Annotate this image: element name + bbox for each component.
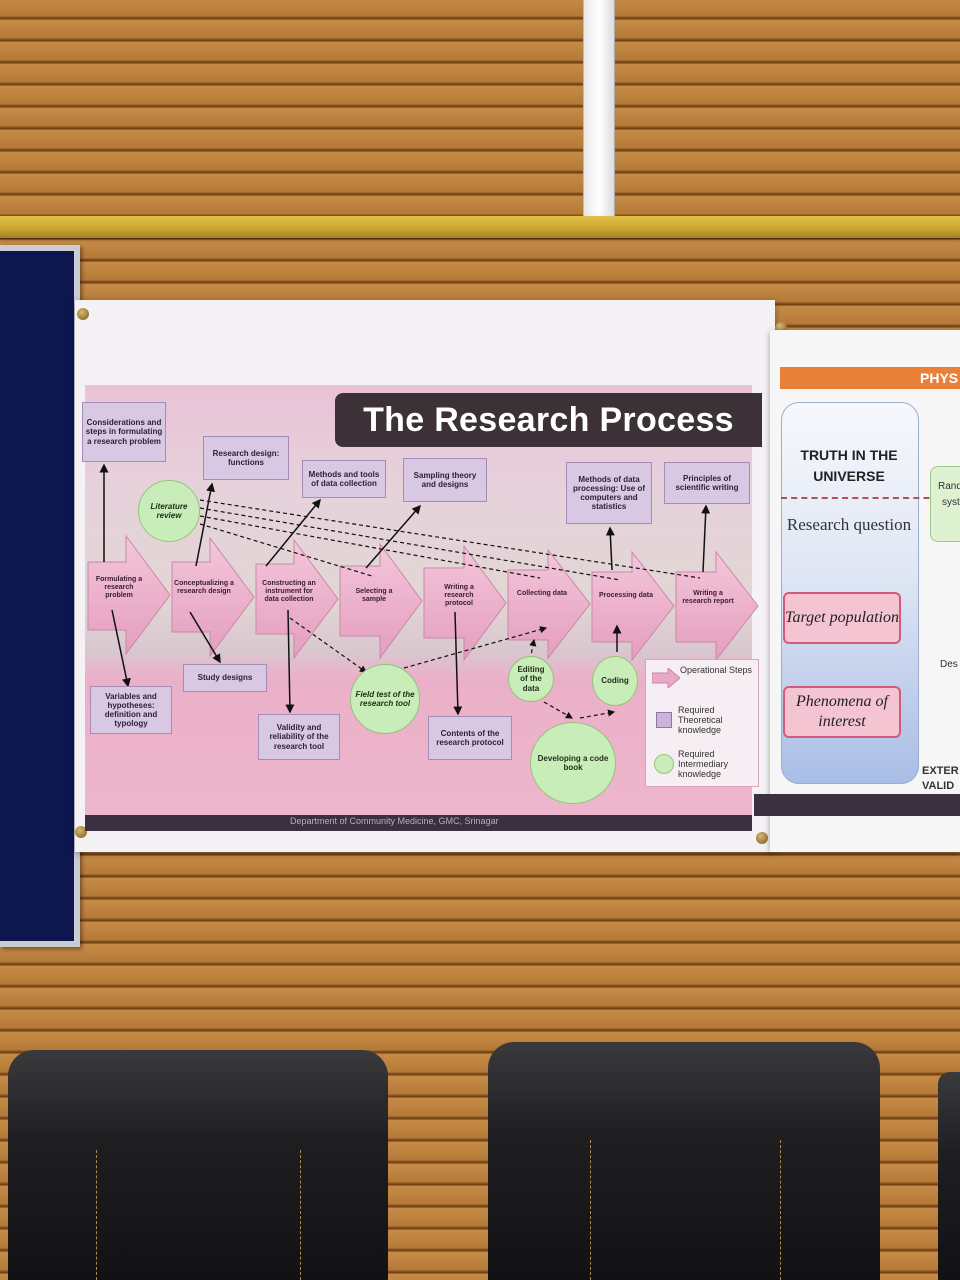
theory-box-contents: Contents of the research protocol: [428, 716, 512, 760]
step-arrow: [339, 542, 423, 660]
banner-pin: [77, 308, 89, 320]
second-poster-footer: [754, 794, 960, 816]
target-population-box: Target population: [783, 592, 901, 644]
random-box: [930, 466, 960, 542]
theory-box-considerations: Considerations and steps in formulating …: [82, 402, 166, 462]
step-arrow: [171, 536, 255, 658]
theory-box-principles: Principles of scientific writing: [664, 462, 750, 504]
side-text-syst: syst: [942, 497, 960, 508]
theory-box-sampling: Sampling theory and designs: [403, 458, 487, 502]
theory-box-design-functions: Research design: functions: [203, 436, 289, 480]
side-text-des: Des: [940, 659, 958, 670]
step-arrow: [255, 538, 339, 660]
step-arrow: [507, 548, 591, 660]
external-validity-line2: VALID: [922, 780, 955, 792]
legend-intermediary: Required Intermediary knowledge: [678, 749, 729, 779]
second-poster-header-text: PHYS: [920, 370, 959, 386]
operational-step-arrows: [87, 534, 759, 662]
poster-legend: Operational Steps Required Theoretical k…: [645, 659, 759, 787]
theory-box-methods-processing: Methods of data processing: Use of compu…: [566, 462, 652, 524]
step-label: Collecting data: [516, 590, 568, 597]
banner-pin: [756, 832, 768, 844]
step-arrow: [675, 550, 759, 662]
legend-circle-swatch: [654, 754, 674, 774]
chair-seam: [780, 1140, 781, 1280]
circle-coding: Coding: [592, 656, 638, 706]
external-validity-line1: EXTER: [922, 765, 959, 777]
circle-editing: Editing of the data: [508, 656, 554, 702]
step-label: Constructing an instrument for data coll…: [262, 580, 316, 604]
step-label: Processing data: [598, 592, 654, 599]
circle-field-test: Field test of the research tool: [350, 664, 420, 734]
step-label: Writing a research report: [682, 590, 734, 606]
poster-title: The Research Process: [335, 393, 762, 447]
theory-box-methods-tools: Methods and tools of data collection: [302, 460, 386, 498]
step-label: Writing a research protocol: [444, 584, 474, 608]
chair-seam: [96, 1150, 97, 1280]
circle-codebook: Developing a code book: [530, 722, 616, 804]
step-label: Conceptualizing a research design: [174, 580, 234, 596]
legend-theoretical: Required Theoretical knowledge: [678, 705, 723, 735]
poster-footer: Department of Community Medicine, GMC, S…: [85, 815, 752, 831]
footer-text: Department of Community Medicine, GMC, S…: [290, 816, 499, 826]
banner-pin: [75, 826, 87, 838]
phenomena-box: Phenomena of interest: [783, 686, 901, 738]
research-question-label: Research question: [786, 515, 912, 534]
step-arrow: [591, 550, 675, 662]
dashed-connectors: [199, 499, 701, 719]
step-label: Selecting a sample: [355, 588, 393, 604]
chair-seam: [300, 1150, 301, 1280]
chair-right-edge: [938, 1072, 960, 1280]
yellow-wall-trim: [0, 216, 960, 238]
legend-theory-swatch: [656, 712, 672, 728]
chair-seam: [590, 1140, 591, 1280]
solid-connectors: [99, 463, 711, 716]
circle-literature-review: Literature review: [138, 480, 200, 542]
legend-operational: Operational Steps: [680, 665, 753, 675]
theory-box-study-designs: Study designs: [183, 664, 267, 692]
theory-box-variables: Variables and hypotheses: definition and…: [90, 686, 172, 734]
wall-conduit: [583, 0, 615, 238]
dashed-divider: [781, 497, 960, 499]
second-poster-header: PHYS: [780, 367, 960, 389]
side-text-rand: Rand: [938, 481, 960, 492]
truth-label: TRUTH IN THE UNIVERSE: [800, 447, 898, 484]
chair-left: [8, 1050, 388, 1280]
step-arrow: [87, 534, 171, 656]
theory-box-validity: Validity and reliability of the research…: [258, 714, 340, 760]
legend-arrow-icon: [652, 668, 680, 688]
step-label: Formulating a research problem: [95, 576, 143, 600]
chair-center: [488, 1042, 880, 1280]
